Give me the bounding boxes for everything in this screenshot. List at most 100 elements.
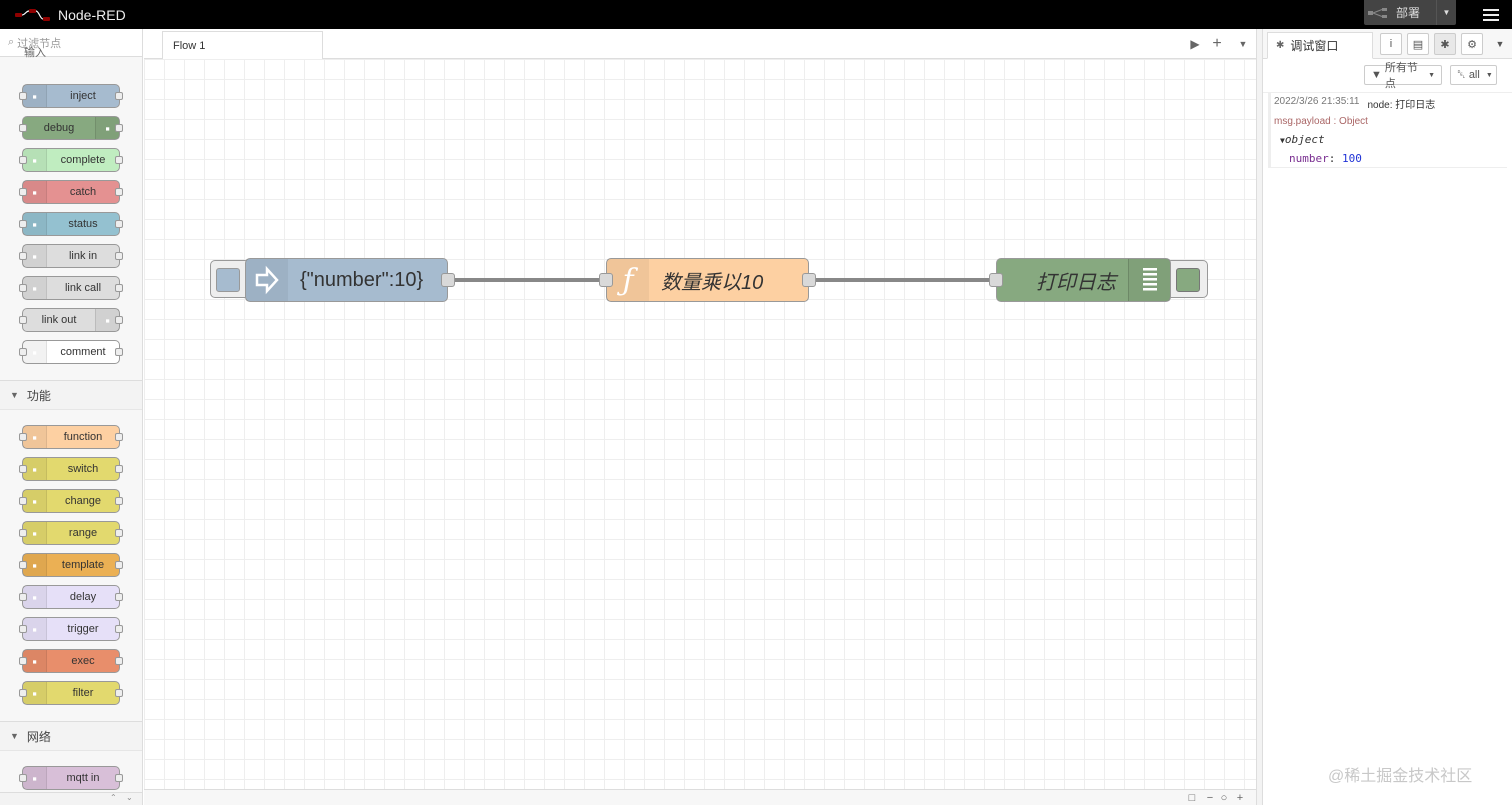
port-input: [19, 529, 27, 537]
deploy-icon: [1364, 0, 1392, 25]
port-output: [115, 348, 123, 356]
palette-node-label: debug: [43, 122, 75, 134]
chevron-down-icon[interactable]: ▼: [1495, 39, 1505, 49]
info-icon[interactable]: i: [1380, 33, 1402, 55]
flow-node-inject[interactable]: {"number":10}: [245, 258, 455, 302]
output-port[interactable]: [441, 273, 455, 287]
app-logo: Node-RED: [14, 7, 126, 23]
palette-category-function[interactable]: ▼ 功能: [0, 380, 142, 410]
sidebar-splitter[interactable]: [1256, 29, 1263, 805]
port-input: [19, 657, 27, 665]
bug-icon: ✱: [1276, 40, 1285, 51]
palette-node-label: range: [68, 527, 98, 539]
palette-node-comment[interactable]: ▪comment: [19, 340, 123, 364]
debug-filter-select[interactable]: ▼ 所有节点 ▼: [1364, 62, 1442, 90]
flow-node-debug[interactable]: 打印日志: [989, 258, 1171, 302]
palette-node-function[interactable]: ▪function: [19, 425, 123, 449]
deploy-button[interactable]: 部署 ▼: [1364, 0, 1456, 25]
palette-node-filter[interactable]: ▪filter: [19, 681, 123, 705]
filter-icon: ▼: [1371, 69, 1382, 81]
tab-debug[interactable]: ✱ 调试窗口: [1267, 32, 1373, 59]
palette-node-trigger[interactable]: ▪trigger: [19, 617, 123, 641]
palette-category-network[interactable]: ▼ 网络: [0, 721, 142, 751]
collapse-all-icon[interactable]: ⌃: [110, 793, 117, 802]
palette-node-label: switch: [67, 463, 99, 475]
port-input: [19, 465, 27, 473]
palette-node-inject[interactable]: ▪inject: [19, 84, 123, 108]
expand-all-icon[interactable]: ⌄: [126, 793, 133, 802]
palette-node-status[interactable]: ▪status: [19, 212, 123, 236]
port-input: [19, 348, 27, 356]
port-output: [115, 497, 123, 505]
book-icon[interactable]: ▤: [1407, 33, 1429, 55]
palette-node-template[interactable]: ▪template: [19, 553, 123, 577]
object-property: number: 100: [1280, 152, 1507, 165]
palette-node-link-out[interactable]: link out▪: [19, 308, 123, 332]
deploy-dropdown-icon[interactable]: ▼: [1436, 0, 1456, 25]
output-port[interactable]: [802, 273, 816, 287]
add-flow-icon[interactable]: +: [1212, 35, 1222, 52]
palette-node-label: catch: [69, 186, 97, 198]
flow-node-label: 打印日志: [1036, 271, 1116, 294]
palette-node-label: status: [68, 218, 98, 230]
palette-node-exec[interactable]: ▪exec: [19, 649, 123, 673]
palette-footer: ⌃ ⌄: [0, 792, 142, 805]
port-output: [115, 316, 123, 324]
palette-category-input[interactable]: 输入: [0, 44, 142, 60]
palette-node-delay[interactable]: ▪delay: [19, 585, 123, 609]
zoom-out-icon[interactable]: −: [1206, 792, 1214, 804]
flow-node-function[interactable]: ƒ 数量乘以10: [599, 258, 816, 302]
debug-toggle-button[interactable]: [1166, 260, 1208, 298]
wire-inject-function[interactable]: [454, 278, 604, 282]
flow-workspace[interactable]: {"number":10} ƒ 数量乘以10 打印日志: [144, 59, 1256, 789]
inject-trigger-button[interactable]: [210, 260, 250, 298]
wire-function-debug[interactable]: [816, 278, 996, 282]
input-port[interactable]: [989, 273, 1003, 287]
chevron-down-icon: ▼: [1485, 71, 1493, 79]
flow-node-label: 数量乘以10: [661, 271, 764, 294]
object-toggle[interactable]: ▼object: [1280, 133, 1507, 146]
palette-search-input[interactable]: 过滤节点: [17, 37, 62, 50]
palette-node-link-call[interactable]: ▪link call: [19, 276, 123, 300]
palette-node-mqtt-in[interactable]: ▪mqtt in: [19, 766, 123, 790]
debug-clear-select[interactable]: ␡ all ▼: [1450, 65, 1497, 85]
palette-node-debug[interactable]: debug▪: [19, 116, 123, 140]
category-label-input: 输入: [24, 47, 46, 59]
palette-node-change[interactable]: ▪change: [19, 489, 123, 513]
tab-flow-1[interactable]: Flow 1: [162, 31, 323, 60]
property-key: number: [1289, 152, 1329, 165]
port-output: [115, 774, 123, 782]
debug-node-link[interactable]: node: 打印日志: [1367, 100, 1436, 111]
main-menu-button[interactable]: [1483, 6, 1499, 22]
palette-node-catch[interactable]: ▪ catch: [19, 180, 123, 204]
palette-node-icon: ▪: [23, 181, 47, 203]
port-output: [115, 433, 123, 441]
palette-node-link-in[interactable]: ▪link in: [19, 244, 123, 268]
input-port[interactable]: [599, 273, 613, 287]
scroll-right-icon[interactable]: ▶: [1190, 37, 1200, 51]
palette-node-switch[interactable]: ▪switch: [19, 457, 123, 481]
palette-node-icon: ▪: [23, 682, 47, 704]
palette-node-icon: ▪: [23, 490, 47, 512]
flow-node-label: {"number":10}: [300, 268, 424, 291]
palette-node-complete[interactable]: ▪complete: [19, 148, 123, 172]
palette-node-icon: ▪: [23, 767, 47, 789]
port-input: [19, 689, 27, 697]
search-icon: ⌕: [8, 36, 15, 48]
palette-node-label: link out: [41, 314, 77, 326]
flow-list-dropdown-icon[interactable]: ▼: [1238, 39, 1248, 49]
port-output: [115, 220, 123, 228]
zoom-in-icon[interactable]: +: [1236, 792, 1244, 804]
node-red-logo-icon: [15, 9, 50, 21]
navigator-icon[interactable]: □: [1188, 792, 1196, 804]
debug-tab-icon[interactable]: ✱: [1434, 33, 1456, 55]
debug-message: 2022/3/26 21:35:11 node: 打印日志 msg.payloa…: [1268, 92, 1507, 168]
zoom-reset-icon[interactable]: ○: [1220, 792, 1228, 804]
palette-node-range[interactable]: ▪range: [19, 521, 123, 545]
port-output: [115, 529, 123, 537]
palette-search[interactable]: ⌕ 过滤节点: [0, 29, 142, 57]
port-output: [115, 252, 123, 260]
port-output: [115, 156, 123, 164]
gear-icon[interactable]: ⚙: [1461, 33, 1483, 55]
